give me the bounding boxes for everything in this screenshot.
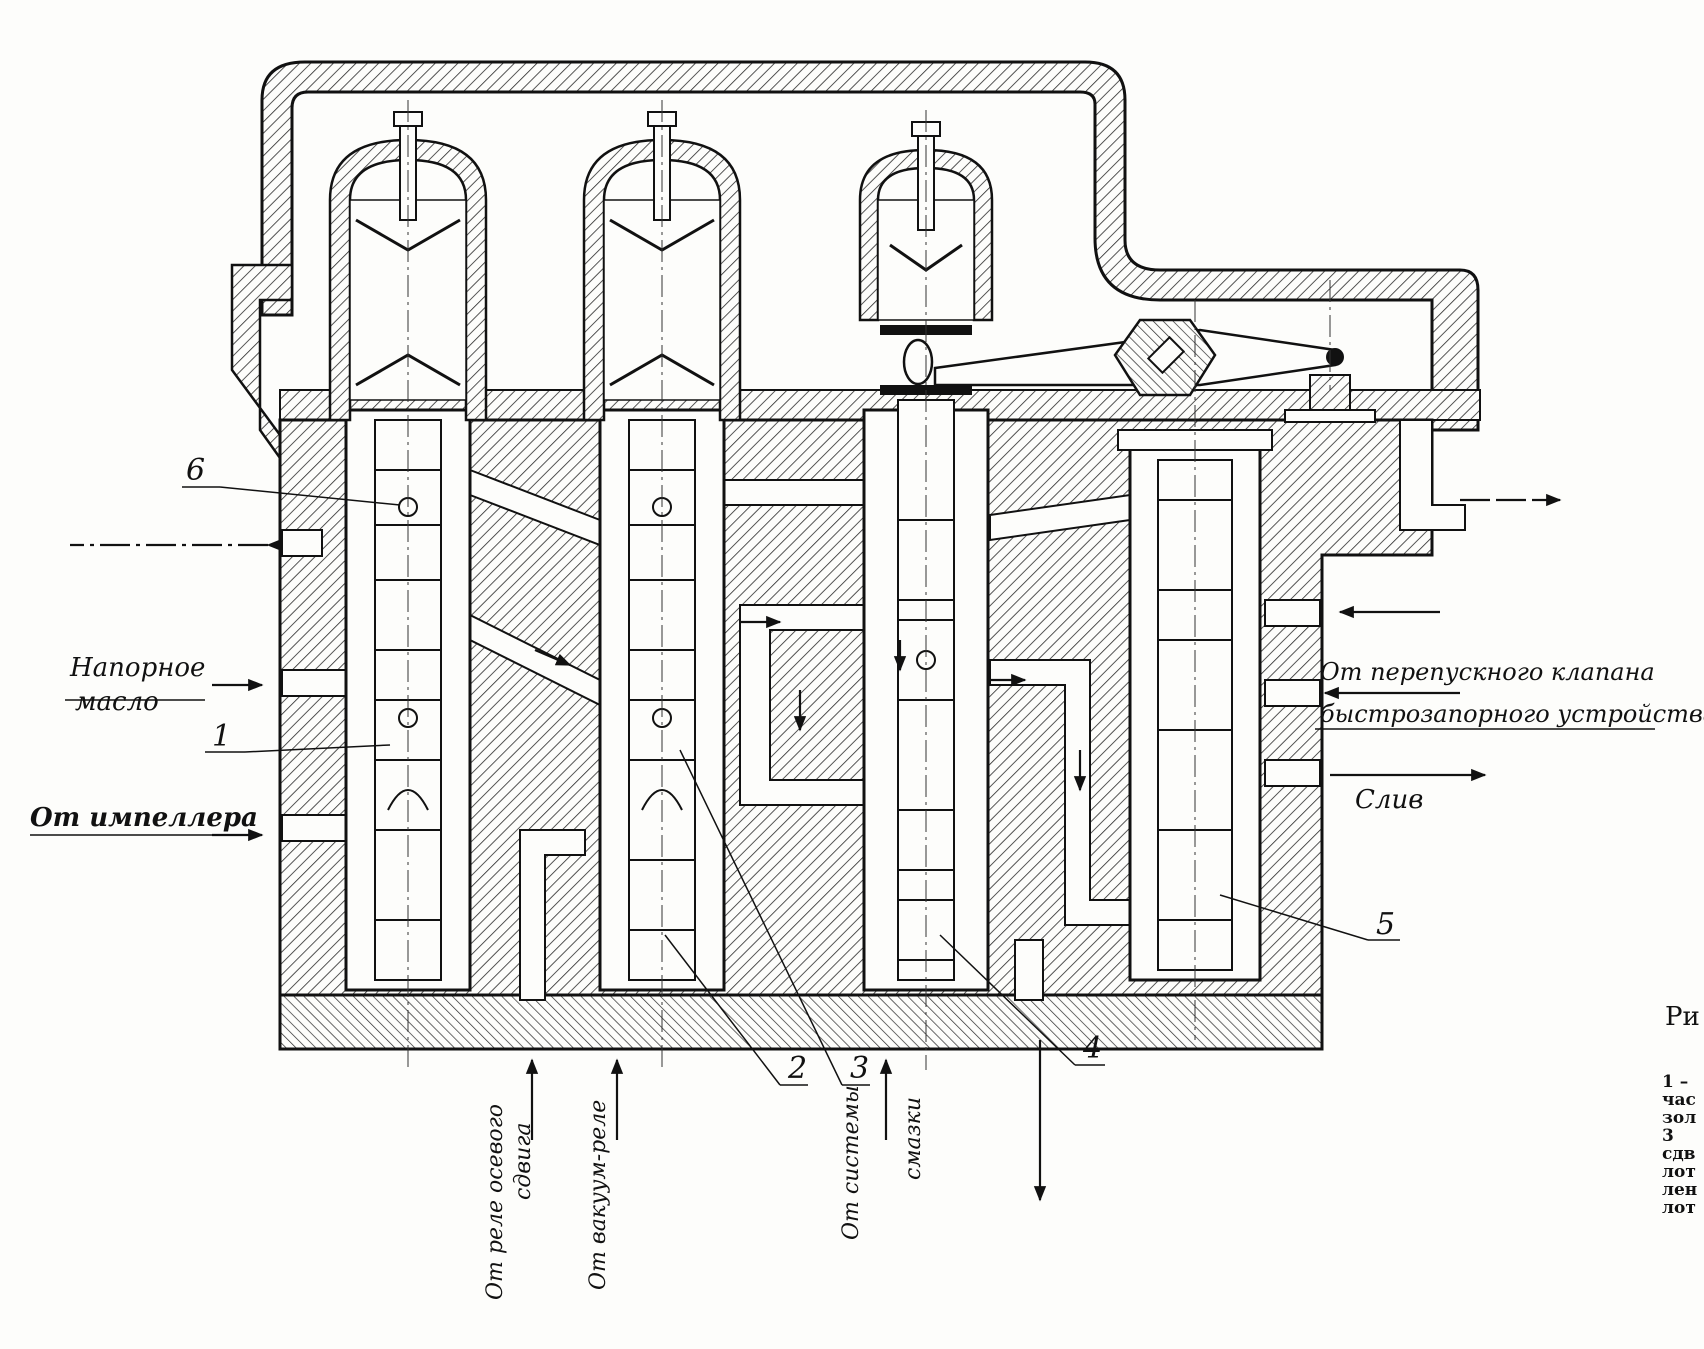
figure-caption-text: 1 – час зол 3 сдв лот лен лот <box>1662 1073 1697 1217</box>
caption-line: лот <box>1662 1162 1696 1182</box>
callout-4: 4 <box>1082 1031 1102 1066</box>
caption-line: зол <box>1662 1108 1697 1128</box>
callout-1: 1 <box>212 719 231 754</box>
label-axial-relay-2: сдвига <box>511 1123 536 1200</box>
caption-line: 3 <box>1662 1126 1674 1146</box>
callout-3: 3 <box>850 1051 869 1086</box>
caption-line: лот <box>1662 1198 1696 1218</box>
label-axial-relay-1: От реле осевого <box>483 1104 508 1300</box>
label-from-impeller: От импеллера <box>30 803 258 833</box>
label-vacuum-relay: От вакуум-реле <box>586 1100 611 1290</box>
label-from-bypass-2: быстрозапорного устройства <box>1320 700 1704 728</box>
label-pressure-oil-1: Напорное <box>69 653 205 683</box>
centerlines <box>407 100 1331 1070</box>
flow-arrows <box>70 493 1562 1202</box>
label-lube-2: смазки <box>901 1097 926 1180</box>
label-lube-1: От системы <box>839 1085 864 1240</box>
label-drain: Слив <box>1355 785 1423 815</box>
figure-caption-title: Ри <box>1665 1002 1700 1032</box>
caption-line: сдв <box>1662 1144 1696 1164</box>
callout-2: 2 <box>787 1051 807 1086</box>
caption-line: час <box>1662 1090 1696 1110</box>
caption-line: 1 – <box>1662 1072 1689 1092</box>
label-from-bypass-1: От перепускного клапана <box>1320 658 1655 686</box>
callout-6: 6 <box>186 453 205 488</box>
leader-lines <box>30 486 1655 1086</box>
top-cover-pipe <box>260 60 1480 432</box>
callout-5: 5 <box>1376 907 1395 942</box>
label-pressure-oil-2: масло <box>75 687 159 717</box>
caption-line: лен <box>1662 1180 1698 1200</box>
